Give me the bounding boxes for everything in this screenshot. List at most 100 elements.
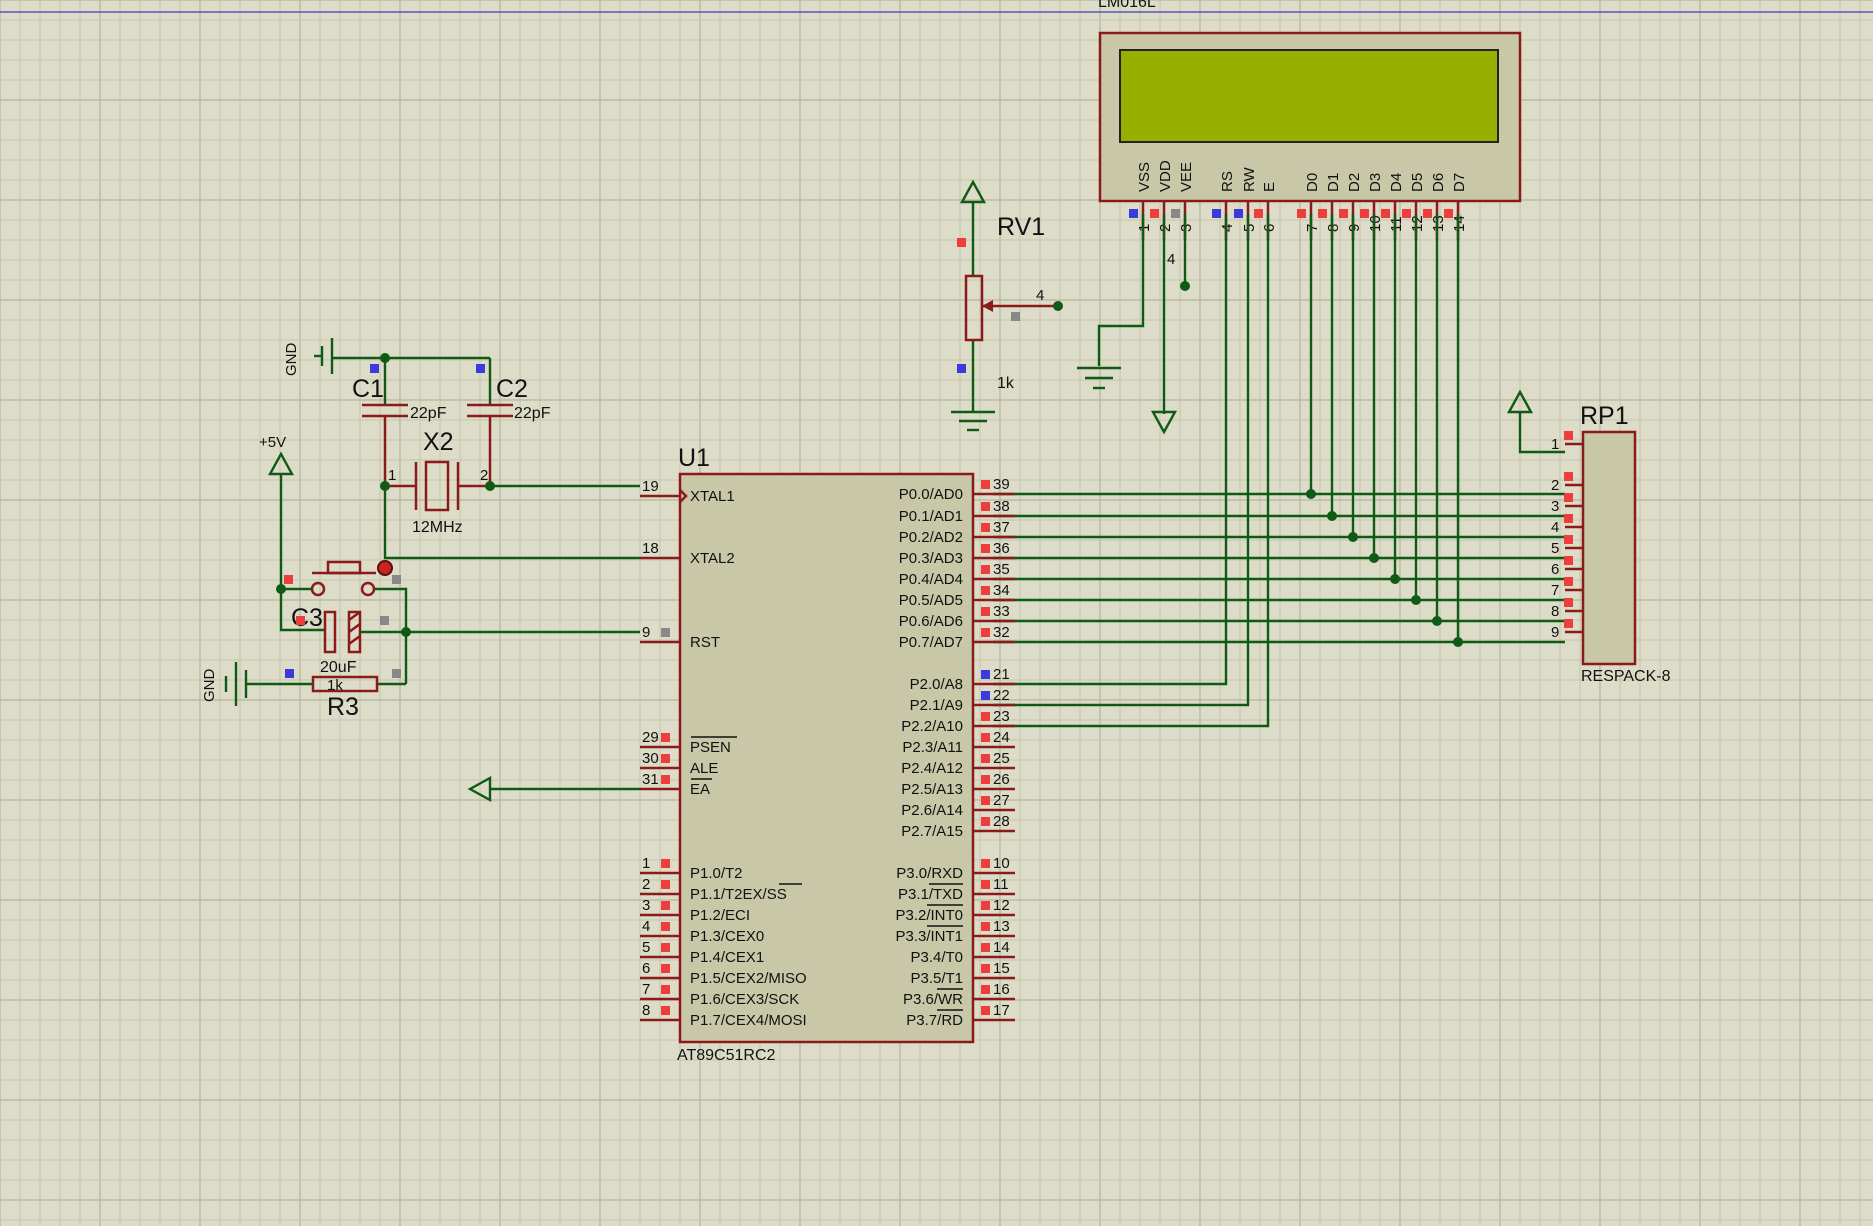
u1-pin-name: P3.5/T1 <box>910 970 963 987</box>
u1-pin-name: P0.4/AD4 <box>899 571 963 588</box>
c3-value: 20uF <box>320 659 357 676</box>
lcd-pin-number: 8 <box>1325 224 1342 232</box>
lcd-pin-number: 6 <box>1261 224 1278 232</box>
u1-pin-number: 38 <box>993 498 1010 515</box>
u1-pin-number: 37 <box>993 519 1010 536</box>
rp1-pin-number: 4 <box>1551 519 1559 536</box>
ground-symbol-icon <box>951 410 995 432</box>
lcd-screen <box>1119 49 1499 143</box>
pin-marker-icon <box>661 964 670 973</box>
rv1-wiper-net: 4 <box>1036 287 1044 304</box>
pin-marker-icon <box>661 985 670 994</box>
lcd-pin-name: RW <box>1241 166 1258 192</box>
u1-pin-number: 15 <box>993 960 1010 977</box>
reset-button[interactable] <box>310 560 393 597</box>
u1-pin-number: 32 <box>993 624 1010 641</box>
pin-marker-icon <box>661 1006 670 1015</box>
rv1-value: 1k <box>997 375 1015 392</box>
u1-pin-number: 31 <box>642 771 659 788</box>
u1-pin-name: EA <box>690 781 710 798</box>
reset-circuit[interactable]: +5V C3 20uF 1k R3 <box>201 434 640 721</box>
u1-pin-name: P3.3/INT1 <box>895 928 963 945</box>
pin-marker-icon <box>981 859 990 868</box>
pin-marker-icon <box>1297 209 1306 218</box>
lcd-pin-number: 11 <box>1388 216 1405 232</box>
u1-pin-name: P2.4/A12 <box>901 760 963 777</box>
u1-pin-number: 3 <box>642 897 650 914</box>
lcd-ref: LM016L <box>1098 0 1156 11</box>
rv1-potentiometer[interactable]: 4 RV1 1k <box>951 179 1063 432</box>
u1-pin-name: ALE <box>690 760 718 777</box>
lcd-pin-name: VDD <box>1157 160 1174 192</box>
pin-marker-icon <box>1212 209 1221 218</box>
lcd-display[interactable]: LM016L VSS1VDD2VEE3RS4RW5E6D07D18D29D310… <box>1098 0 1522 240</box>
u1-pin-name: P3.4/T0 <box>910 949 963 966</box>
lcd-pin-number: 1 <box>1136 224 1153 232</box>
u1-pin-name: P2.6/A14 <box>901 802 963 819</box>
pin-marker-icon <box>1564 535 1573 544</box>
lcd-pin-name: D1 <box>1325 173 1342 192</box>
lcd-pin-name: D2 <box>1346 173 1363 192</box>
u1-pin-number: 5 <box>642 939 650 956</box>
u1-pin-name: P2.5/A13 <box>901 781 963 798</box>
crystal-circuit[interactable]: GND C1 22pF C2 22pF X2 12MHz 1 2 <box>283 338 640 560</box>
pin-marker-icon <box>981 817 990 826</box>
u1-pin-number: 36 <box>993 540 1010 557</box>
u1-pin-name: P1.3/CEX0 <box>690 928 764 945</box>
lcd-pin-number: 3 <box>1178 224 1195 232</box>
u1-pin-name: P1.6/CEX3/SCK <box>690 991 799 1008</box>
pin-marker-icon <box>1564 619 1573 628</box>
pin-marker-icon <box>1564 577 1573 586</box>
u1-pin-number: 29 <box>642 729 659 746</box>
u1-pin-name: XTAL1 <box>690 488 735 505</box>
pin-marker-icon <box>1402 209 1411 218</box>
pin-marker-icon <box>1564 556 1573 565</box>
clock-marker-icon <box>679 489 688 503</box>
u1-pin-number: 17 <box>993 1002 1010 1019</box>
u1-pin-number: 19 <box>642 478 659 495</box>
u1-pin-name: P0.5/AD5 <box>899 592 963 609</box>
lcd-pin-name: RS <box>1219 171 1236 192</box>
ground-symbol-icon <box>224 662 248 706</box>
u1-pin-name: P1.1/T2EX/SS <box>690 886 787 903</box>
u1-pin-name: P2.1/A9 <box>910 697 963 714</box>
pin-marker-icon <box>1150 209 1159 218</box>
pin-marker-icon <box>661 880 670 889</box>
u1-pin-number: 35 <box>993 561 1010 578</box>
pin-marker-icon <box>981 964 990 973</box>
pin-marker-icon <box>981 480 990 489</box>
pin-marker-icon <box>1381 209 1390 218</box>
lcd-pin-number: 7 <box>1304 224 1321 232</box>
u1-pin-number: 18 <box>642 540 659 557</box>
u1-pin-number: 14 <box>993 939 1010 956</box>
lcd-pin-name: D5 <box>1409 173 1426 192</box>
u1-pin-number: 8 <box>642 1002 650 1019</box>
u1-pin-name: P3.7/RD <box>906 1012 963 1029</box>
x2-pin1: 1 <box>388 467 396 484</box>
u1-pin-number: 13 <box>993 918 1010 935</box>
lcd-pin-name: D3 <box>1367 173 1384 192</box>
pin-marker-icon <box>981 880 990 889</box>
lcd-wiring: 4 <box>993 214 1565 728</box>
lcd-pin-name: D7 <box>1451 173 1468 192</box>
pin-marker-icon <box>981 1006 990 1015</box>
pin-marker-icon <box>661 733 670 742</box>
power-arrow-icon <box>267 451 295 476</box>
pin-marker-icon <box>1339 209 1348 218</box>
u1-pin-number: 30 <box>642 750 659 767</box>
pin-marker-icon <box>981 502 990 511</box>
c2-value: 22pF <box>514 405 551 422</box>
pin-marker-icon <box>981 733 990 742</box>
u1-microcontroller[interactable]: U1 AT89C51RC2 19XTAL118XTAL29RST29PSEN30… <box>640 444 1015 1064</box>
ground-symbol-icon <box>314 338 334 374</box>
u1-pin-name: RST <box>690 634 720 651</box>
pin-marker-icon <box>1234 209 1243 218</box>
pin-marker-icon <box>1564 472 1573 481</box>
lcd-pin-number: 14 <box>1451 215 1468 232</box>
pin-marker-icon <box>981 523 990 532</box>
power-arrow-icon <box>1150 410 1178 435</box>
u1-body <box>678 472 975 1044</box>
